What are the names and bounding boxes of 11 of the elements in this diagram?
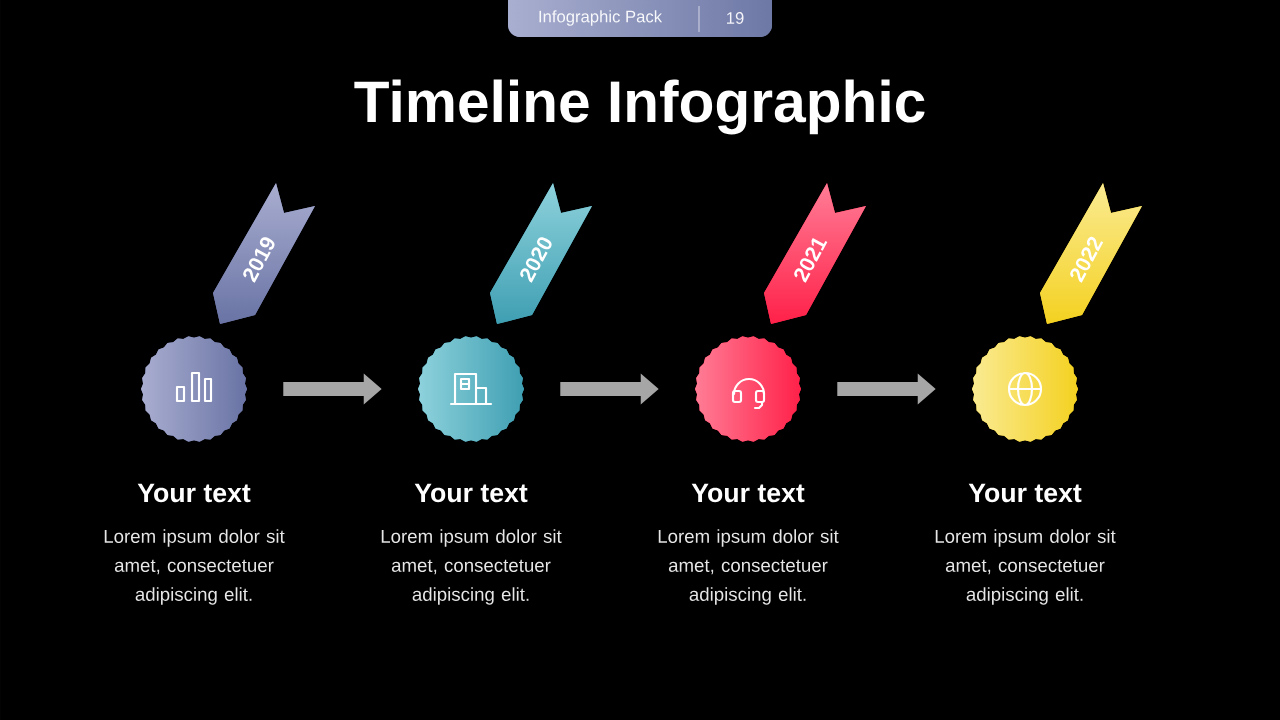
heading: Your text <box>137 483 251 503</box>
title: Timeline Infographic <box>354 79 925 135</box>
header-text: Infographic Pack <box>539 10 663 26</box>
heading: Your text <box>691 483 805 503</box>
heading: Your text <box>968 483 1082 503</box>
description: Lorem ipsum dolor sit amet, consectetuer adipiscing elit. <box>104 529 285 605</box>
description: Lorem ipsum dolor sit amet, consectetuer adipiscing elit. <box>658 529 839 605</box>
description: Lorem ipsum dolor sit amet, consectetuer adipiscing elit. <box>381 529 562 605</box>
page-number: 19 <box>727 12 744 24</box>
heading: Your text <box>414 483 528 503</box>
description: Lorem ipsum dolor sit amet, consectetuer adipiscing elit. <box>935 529 1116 605</box>
